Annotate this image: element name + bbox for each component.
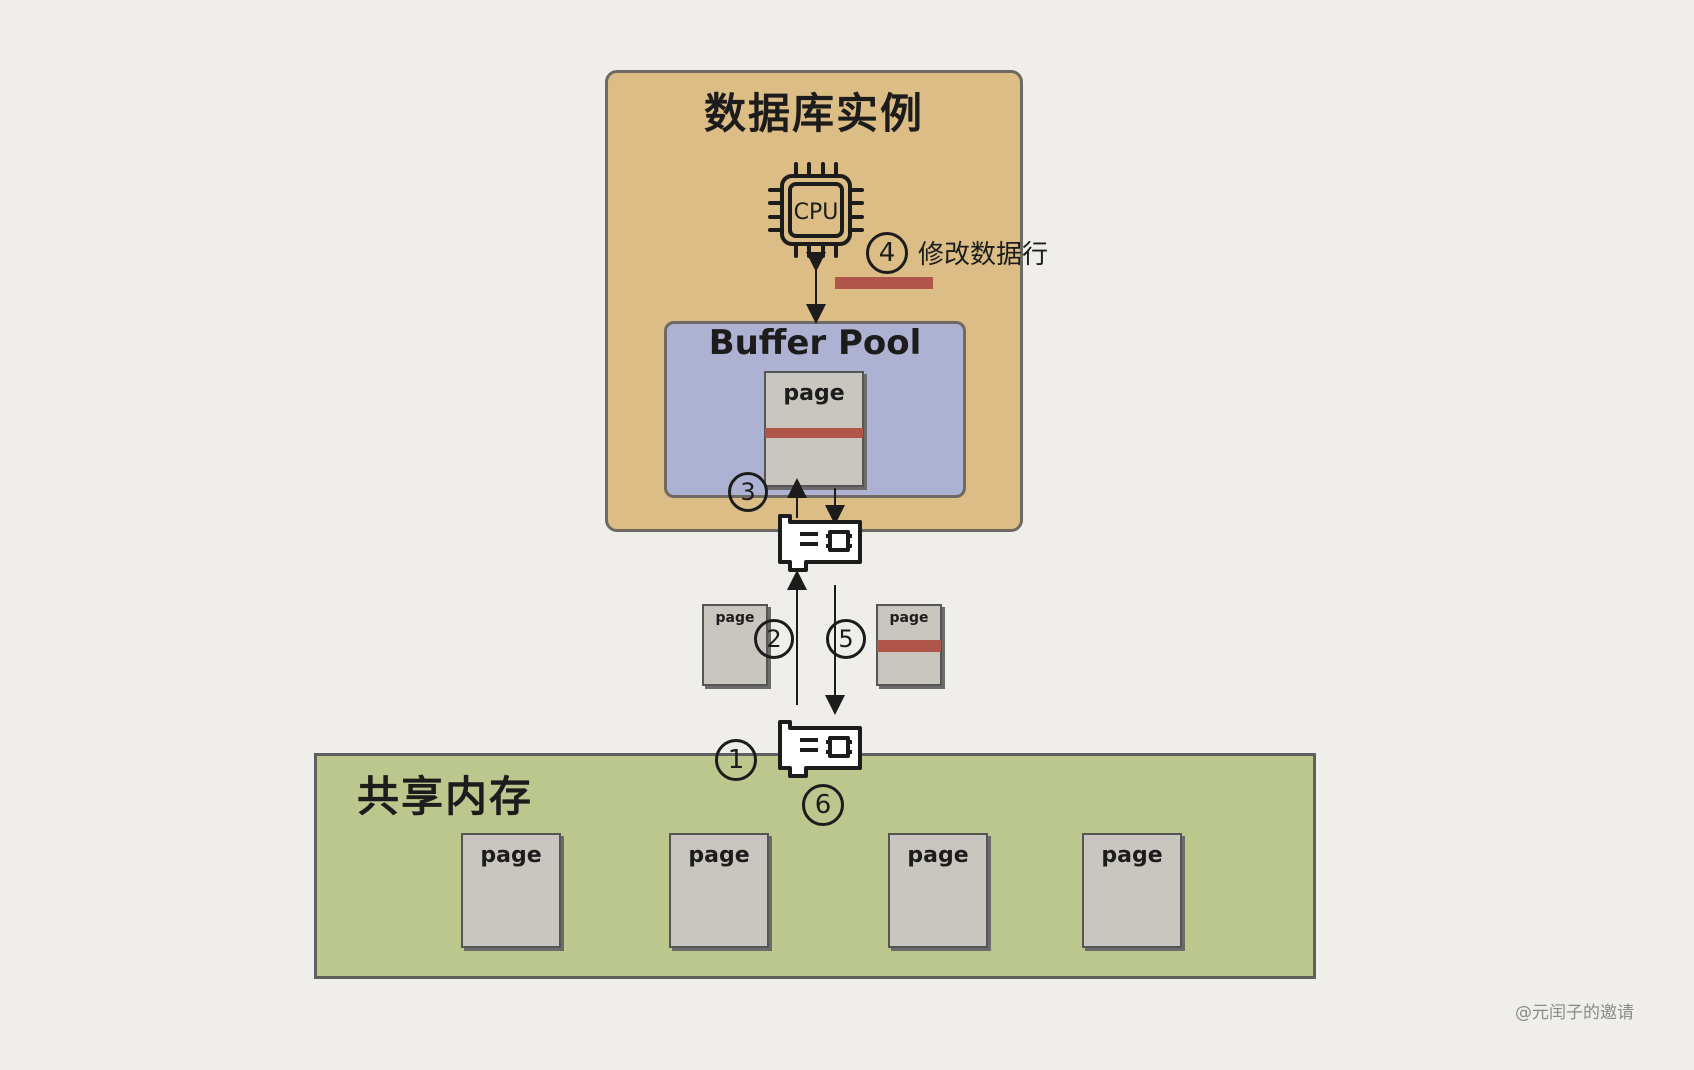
network-card-icon-lower — [778, 720, 862, 778]
step-4-label: 修改数据行 — [918, 240, 1049, 270]
transfer-page-right-label: page — [889, 610, 929, 626]
buffer-pool-page-label: page — [783, 381, 845, 406]
shared-memory-page-label: page — [688, 843, 750, 868]
step-4-marker: 4 — [866, 232, 908, 274]
shared-memory-page-4: page — [1082, 833, 1182, 948]
step-2-marker: 2 — [754, 619, 794, 659]
step-3-marker: 3 — [728, 472, 768, 512]
shared-memory-page-label: page — [480, 843, 542, 868]
step-1-marker: 1 — [715, 739, 757, 781]
network-card-icon — [778, 514, 862, 572]
shared-memory-page-label: page — [1101, 843, 1163, 868]
transfer-page-right-modified-row — [877, 640, 941, 652]
transfer-page-left-label: page — [715, 610, 755, 626]
shared-memory-page-2: page — [669, 833, 769, 948]
cpu-chip-icon: CPU — [768, 162, 864, 258]
modified-row-marker — [835, 277, 933, 289]
cpu-label: CPU — [794, 200, 839, 225]
step-6-marker: 6 — [802, 784, 844, 826]
shared-memory-title: 共享内存 — [357, 772, 534, 821]
buffer-pool-page-modified-row — [765, 428, 863, 438]
step-5-marker: 5 — [826, 619, 866, 659]
shared-memory-page-1: page — [461, 833, 561, 948]
watermark: @元闰子的邀请 — [1515, 1003, 1634, 1023]
shared-memory-page-3: page — [888, 833, 988, 948]
shared-memory-page-label: page — [907, 843, 969, 868]
buffer-pool-title: Buffer Pool — [708, 323, 922, 363]
database-instance-title: 数据库实例 — [703, 89, 924, 138]
